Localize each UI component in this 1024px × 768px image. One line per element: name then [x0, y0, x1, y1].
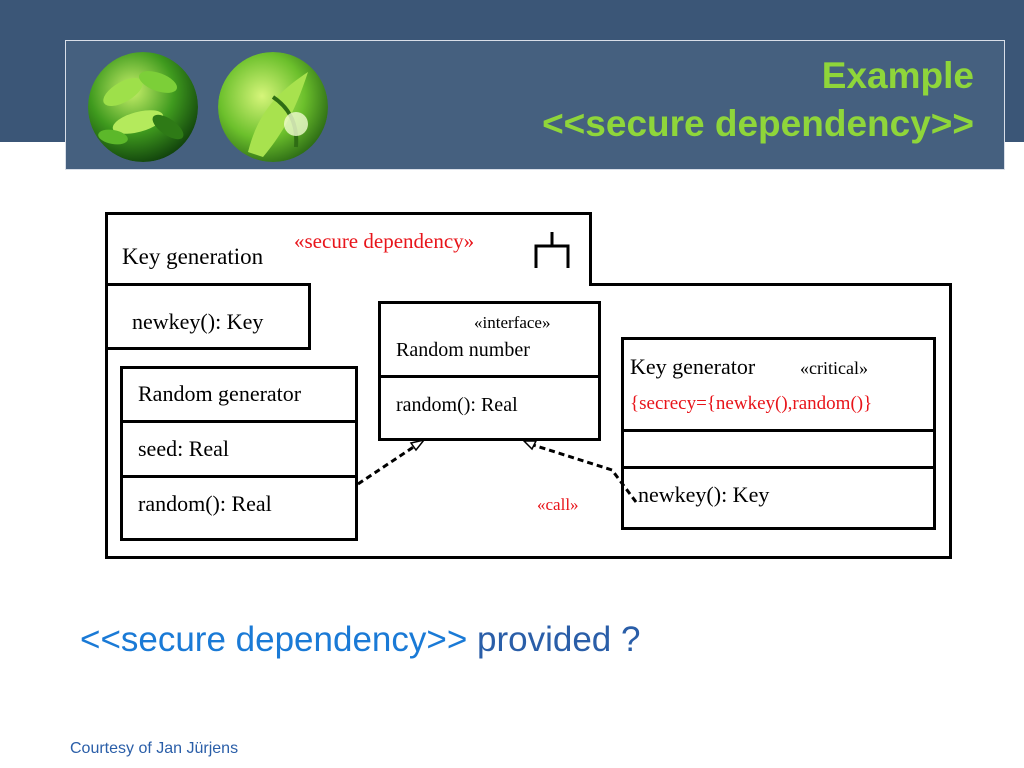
slide-title: Example <<secure dependency>>	[542, 52, 974, 148]
key-generator-divider-1	[621, 429, 936, 432]
realization-arrow	[357, 444, 416, 486]
random-generator-divider-1	[120, 420, 358, 423]
random-generator-divider-2	[120, 475, 358, 478]
critical-stereotype: «critical»	[800, 358, 868, 378]
fork-icon	[534, 232, 570, 268]
random-generator-name: Random generator	[138, 381, 302, 406]
key-generator-divider-2	[621, 466, 936, 469]
dependency-arrows	[357, 438, 638, 503]
random-generator-class	[120, 366, 358, 541]
random-number-interface	[378, 301, 601, 441]
package-name: Key generation	[122, 244, 264, 269]
random-number-name: Random number	[396, 339, 530, 361]
key-generator-name: Key generator	[630, 354, 756, 379]
leaf-logo-right	[218, 52, 328, 162]
random-generator-operation: random(): Real	[138, 491, 272, 516]
key-generator-class	[621, 337, 936, 530]
call-arrowhead	[522, 440, 538, 451]
question-line: <<secure dependency>> provided ?	[80, 620, 640, 660]
newkey-compartment	[105, 283, 311, 350]
question-stereotype: <<secure dependency>>	[80, 620, 468, 659]
random-number-operation: random(): Real	[396, 394, 518, 416]
key-generator-operation: newkey(): Key	[638, 482, 770, 507]
interface-stereotype: «interface»	[474, 313, 551, 332]
title-line-2: <<secure dependency>>	[542, 103, 974, 144]
uml-diagram: Key generation «secure dependency» newke…	[105, 212, 952, 559]
secrecy-tag: {secrecy={newkey(),random()}	[630, 393, 873, 414]
random-generator-attribute: seed: Real	[138, 436, 230, 461]
tab-seam-cover	[108, 280, 589, 286]
call-arrow	[529, 442, 638, 503]
question-rest: provided ?	[477, 620, 641, 659]
courtesy-note: Courtesy of Jan Jürjens	[70, 740, 239, 757]
leaf-logo-left	[88, 52, 198, 162]
package-tab	[105, 212, 592, 286]
realization-arrowhead	[409, 438, 426, 452]
random-number-divider	[378, 375, 601, 378]
package-stereotype: «secure dependency»	[294, 229, 475, 253]
title-line-1: Example	[821, 55, 974, 96]
newkey-operation: newkey(): Key	[132, 309, 264, 334]
call-label: «call»	[537, 495, 579, 514]
